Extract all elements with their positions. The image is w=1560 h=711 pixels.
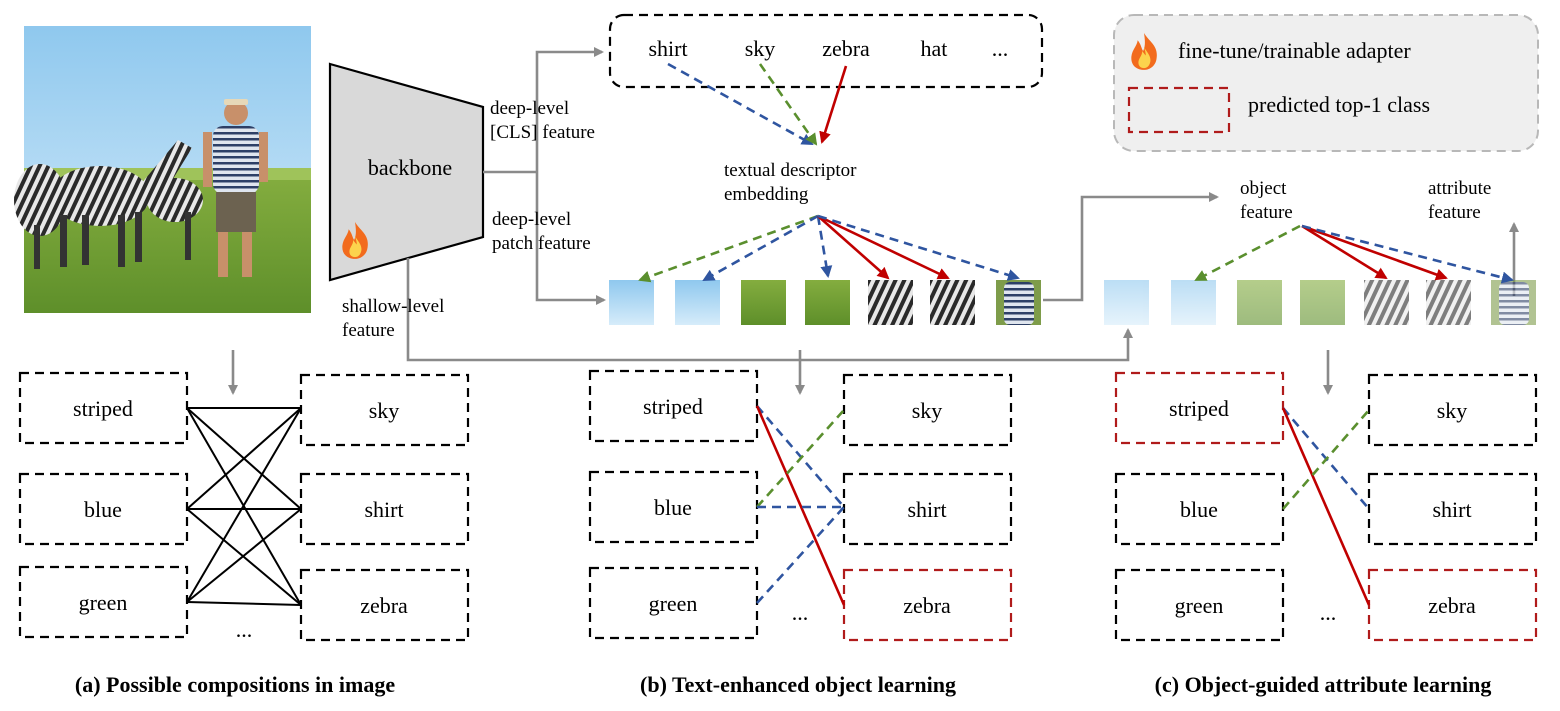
backbone-block: backbone	[328, 62, 485, 282]
patch-zebra	[1426, 280, 1471, 325]
attr-striped: striped	[643, 394, 703, 419]
patch-zebra	[930, 280, 975, 325]
text-words-box: shirt sky zebra hat ...	[608, 13, 1044, 89]
backbone-label: backbone	[368, 155, 452, 180]
attr-green: green	[649, 591, 698, 616]
attr-striped: striped	[1169, 396, 1229, 421]
attr-blue: blue	[654, 495, 692, 520]
word-zebra: zebra	[822, 36, 870, 61]
attribute-feature-line1: attribute	[1428, 178, 1491, 199]
textual-line2: embedding	[724, 184, 809, 205]
ellipsis: ...	[236, 617, 253, 642]
attr-green: green	[1175, 593, 1224, 618]
legend-box: fine-tune/trainable adapter predicted to…	[1113, 14, 1539, 152]
shallow-feature-line2: feature	[342, 320, 395, 341]
legend-predicted: predicted top-1 class	[1248, 92, 1430, 117]
obj-sky: sky	[1437, 398, 1468, 423]
backbone-arrows	[228, 47, 1519, 395]
ellipsis: ...	[792, 600, 809, 625]
attr-striped: striped	[73, 396, 133, 421]
cls-feature-line1: deep-level	[490, 98, 569, 119]
word-ellipsis: ...	[992, 36, 1009, 61]
shallow-feature-line1: shallow-level	[342, 296, 444, 317]
caption-a: (a) Possible compositions in image	[75, 672, 395, 697]
patch-zebra	[1364, 280, 1409, 325]
textual-line1: textual descriptor	[724, 160, 857, 181]
composition-lines	[186, 407, 302, 606]
panel-b: striped blue green sky shirt zebra ... (…	[588, 369, 1013, 697]
obj-shirt: shirt	[364, 497, 403, 522]
obj-shirt: shirt	[907, 497, 946, 522]
person-figure	[203, 99, 268, 277]
patch-zebra	[868, 280, 913, 325]
obj-sky: sky	[369, 398, 400, 423]
attr-blue: blue	[84, 497, 122, 522]
caption-c: (c) Object-guided attribute learning	[1155, 672, 1492, 697]
patch-row-b	[609, 280, 1041, 325]
patch-sky	[675, 280, 720, 325]
photo-image	[14, 26, 311, 313]
cls-feature-line2: [CLS] feature	[490, 122, 595, 143]
object-feature-line2: feature	[1240, 202, 1293, 223]
attr-blue: blue	[1180, 497, 1218, 522]
zebra-herd	[14, 140, 203, 269]
obj-zebra: zebra	[1428, 593, 1476, 618]
word-hat: hat	[921, 36, 948, 61]
obj-zebra: zebra	[903, 593, 951, 618]
patch-grass	[1300, 280, 1345, 325]
panel-a: striped blue green sky shirt zebra ... (…	[18, 371, 470, 697]
legend-adapter: fine-tune/trainable adapter	[1178, 38, 1411, 63]
attr-green: green	[79, 590, 128, 615]
patch-sky	[1171, 280, 1216, 325]
patch-feature-line2: patch feature	[492, 233, 591, 254]
patch-grass	[805, 280, 850, 325]
patch-grass	[741, 280, 786, 325]
obj-shirt: shirt	[1432, 497, 1471, 522]
word-sky: sky	[745, 36, 776, 61]
attribute-feature-line2: feature	[1428, 202, 1481, 223]
obj-sky: sky	[912, 398, 943, 423]
object-feature-line1: object	[1240, 178, 1287, 199]
patch-grass	[1237, 280, 1282, 325]
patch-feature-line1: deep-level	[492, 209, 571, 230]
patch-row-c	[1104, 280, 1536, 325]
panel-c: striped blue green sky shirt zebra ... (…	[1114, 371, 1538, 697]
patch-sky	[1104, 280, 1149, 325]
obj-zebra: zebra	[360, 593, 408, 618]
word-shirt: shirt	[648, 36, 687, 61]
patch-sky	[609, 280, 654, 325]
caption-b: (b) Text-enhanced object learning	[640, 672, 956, 697]
ellipsis: ...	[1320, 600, 1337, 625]
